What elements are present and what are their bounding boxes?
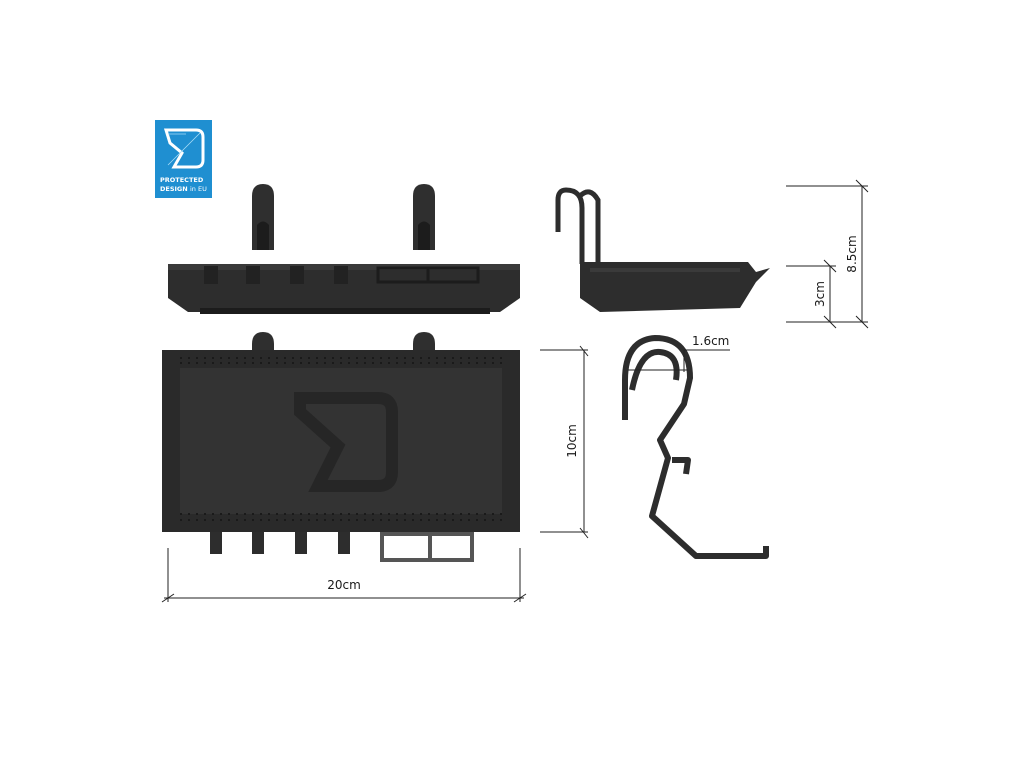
badge-line-2: DESIGN in EU [160, 185, 207, 193]
bottom-pegs [210, 532, 350, 554]
hook-gap-label: 1.6cm [692, 334, 729, 348]
tray-ribs [180, 357, 502, 521]
total-height-label: 8.5cm [845, 235, 859, 272]
dimension-lines [161, 179, 869, 603]
side-hook [555, 187, 585, 264]
profile-hook [622, 335, 769, 559]
embossed-logo-icon [294, 392, 398, 492]
top-view [162, 332, 520, 562]
tray-height-label: 3cm [813, 281, 827, 307]
badge-line-1: PROTECTED [160, 176, 204, 184]
width-label: 20cm [327, 578, 361, 592]
side-profile [622, 335, 769, 559]
depth-label: 10cm [565, 424, 579, 458]
front-view [168, 184, 520, 314]
dimension-labels: 20cm 10cm 8.5cm 3cm 1.6cm [327, 235, 859, 592]
delkim-logo-icon [163, 128, 205, 169]
side-view [555, 187, 770, 312]
protected-design-badge: PROTECTED DESIGN in EU [155, 120, 212, 198]
